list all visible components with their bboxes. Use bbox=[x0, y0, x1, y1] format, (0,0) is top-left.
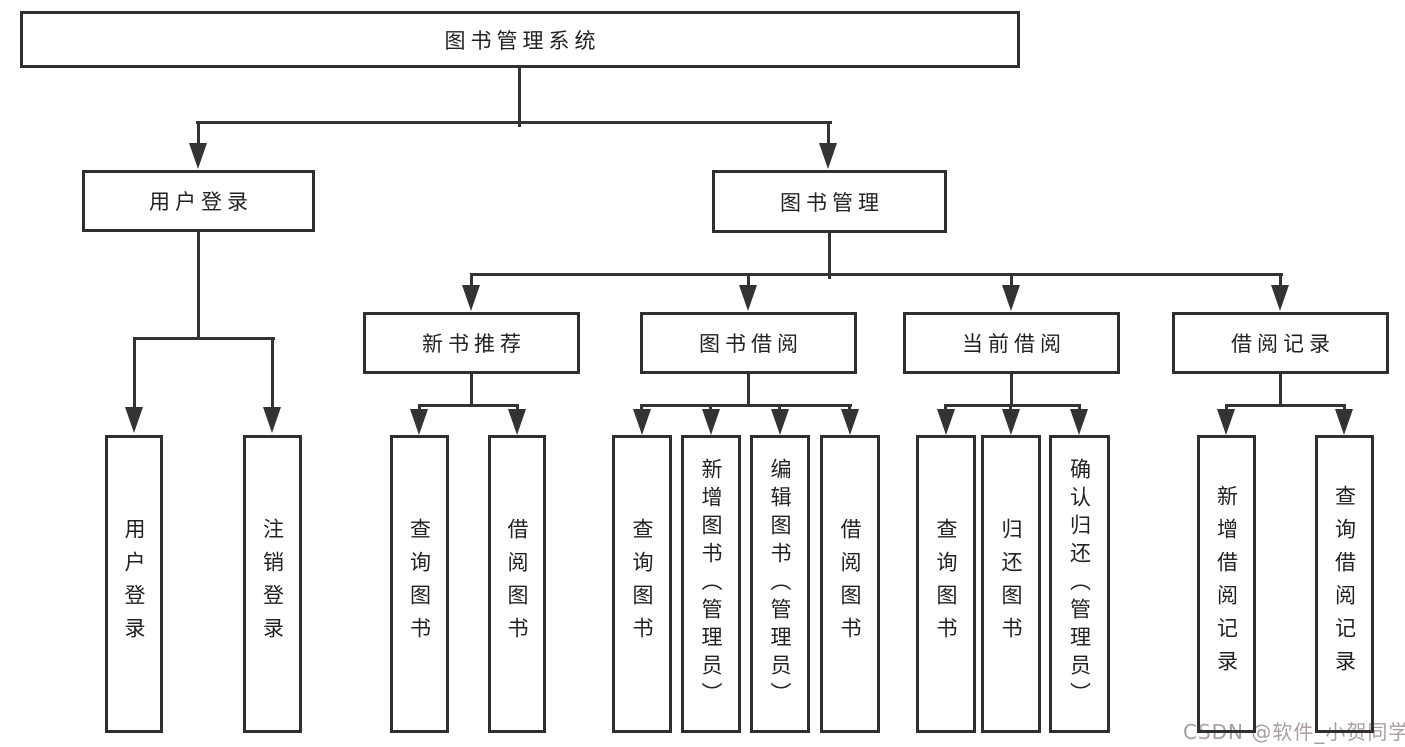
arrow-down-icon bbox=[125, 407, 143, 433]
connector-line bbox=[133, 337, 136, 409]
leaf-label: 查询借阅记录 bbox=[1332, 485, 1357, 683]
node-current-borrow: 当前借阅 bbox=[903, 312, 1120, 374]
leaf-user-login: 用户登录 bbox=[105, 435, 163, 733]
connector-line bbox=[747, 273, 750, 287]
leaf-query-books-recommend: 查询图书 bbox=[390, 435, 449, 733]
arrow-down-icon bbox=[702, 409, 720, 435]
arrow-down-icon bbox=[1217, 409, 1235, 435]
connector-line bbox=[418, 404, 421, 412]
leaf-query-books-current: 查询图书 bbox=[916, 435, 976, 733]
leaf-label: 新增借阅记录 bbox=[1214, 485, 1239, 683]
connector-line bbox=[640, 404, 643, 412]
node-label: 用户登录 bbox=[149, 190, 253, 214]
connector-line bbox=[827, 121, 830, 144]
leaf-label: 用户登录 bbox=[122, 518, 147, 650]
arrow-down-icon bbox=[263, 407, 281, 433]
connector-line bbox=[197, 121, 200, 144]
leaf-label: 归还图书 bbox=[999, 518, 1024, 650]
leaf-add-borrow-record: 新增借阅记录 bbox=[1197, 435, 1256, 733]
leaf-query-borrow-record: 查询借阅记录 bbox=[1315, 435, 1374, 733]
leaf-label: 查询图书 bbox=[630, 518, 655, 650]
connector-line bbox=[271, 337, 274, 409]
arrow-down-icon bbox=[937, 409, 955, 435]
connector-line bbox=[1279, 374, 1282, 407]
connector-line bbox=[196, 121, 832, 124]
connector-line bbox=[470, 273, 1283, 276]
arrow-down-icon bbox=[1335, 409, 1353, 435]
connector-line bbox=[944, 404, 1081, 407]
connector-line bbox=[1009, 404, 1012, 412]
connector-line bbox=[747, 374, 750, 407]
arrow-down-icon bbox=[841, 409, 859, 435]
arrow-down-icon bbox=[739, 285, 757, 311]
leaf-label: 查询图书 bbox=[407, 518, 432, 650]
node-label: 图书借阅 bbox=[699, 332, 803, 356]
connector-line bbox=[709, 404, 712, 412]
connector-line bbox=[418, 404, 519, 407]
node-user-login: 用户登录 bbox=[82, 170, 315, 232]
connector-line bbox=[1225, 404, 1228, 412]
leaf-logout-login: 注销登录 bbox=[243, 435, 302, 733]
connector-line bbox=[1225, 404, 1346, 407]
node-label: 新书推荐 bbox=[422, 332, 526, 356]
node-label: 借阅记录 bbox=[1231, 332, 1335, 356]
arrow-down-icon bbox=[1271, 285, 1289, 311]
connector-line bbox=[640, 404, 852, 407]
leaf-label: 确认归还（管理员） bbox=[1067, 458, 1092, 710]
connector-line bbox=[1010, 273, 1013, 287]
arrow-down-icon bbox=[819, 143, 837, 169]
leaf-label: 借阅图书 bbox=[505, 518, 530, 650]
node-book-management: 图书管理 bbox=[712, 170, 947, 233]
node-label: 当前借阅 bbox=[962, 332, 1066, 356]
node-root: 图书管理系统 bbox=[20, 11, 1020, 68]
connector-line bbox=[1279, 273, 1282, 287]
connector-line bbox=[470, 374, 473, 407]
connector-line bbox=[778, 404, 781, 412]
arrow-down-icon bbox=[771, 409, 789, 435]
leaf-label: 借阅图书 bbox=[838, 518, 863, 650]
arrow-down-icon bbox=[633, 409, 651, 435]
leaf-label: 新增图书（管理员） bbox=[699, 458, 724, 710]
leaf-label: 编辑图书（管理员） bbox=[768, 458, 793, 710]
arrow-down-icon bbox=[1002, 285, 1020, 311]
arrow-down-icon bbox=[462, 285, 480, 311]
connector-line bbox=[197, 232, 200, 340]
node-book-borrow: 图书借阅 bbox=[640, 312, 857, 374]
arrow-down-icon bbox=[1070, 409, 1088, 435]
arrow-down-icon bbox=[410, 409, 428, 435]
connector-line bbox=[518, 68, 521, 127]
leaf-label: 查询图书 bbox=[934, 518, 959, 650]
leaf-confirm-return-admin: 确认归还（管理员） bbox=[1049, 435, 1110, 733]
connector-line bbox=[1010, 374, 1013, 407]
connector-line bbox=[828, 233, 831, 279]
leaf-label: 注销登录 bbox=[260, 518, 285, 650]
arrow-down-icon bbox=[1002, 409, 1020, 435]
leaf-query-books-borrow: 查询图书 bbox=[612, 435, 672, 733]
leaf-return-books: 归还图书 bbox=[981, 435, 1041, 733]
connector-line bbox=[470, 273, 473, 287]
leaf-borrow-books-recommend: 借阅图书 bbox=[488, 435, 546, 733]
leaf-add-books-admin: 新增图书（管理员） bbox=[681, 435, 741, 733]
connector-line bbox=[516, 404, 519, 412]
node-label: 图书管理 bbox=[780, 190, 884, 215]
watermark: CSDN @软件_小贺同学 bbox=[1183, 720, 1405, 744]
node-borrow-records: 借阅记录 bbox=[1172, 312, 1389, 374]
connector-line bbox=[1078, 404, 1081, 412]
arrow-down-icon bbox=[508, 409, 526, 435]
node-root-label: 图书管理系统 bbox=[444, 28, 601, 53]
connector-line bbox=[848, 404, 851, 412]
connector-line bbox=[944, 404, 947, 412]
leaf-edit-books-admin: 编辑图书（管理员） bbox=[750, 435, 810, 733]
arrow-down-icon bbox=[189, 143, 207, 169]
connector-line bbox=[1343, 404, 1346, 412]
node-new-book-recommend: 新书推荐 bbox=[363, 312, 580, 374]
leaf-borrow-books: 借阅图书 bbox=[820, 435, 880, 733]
connector-line bbox=[133, 337, 275, 340]
